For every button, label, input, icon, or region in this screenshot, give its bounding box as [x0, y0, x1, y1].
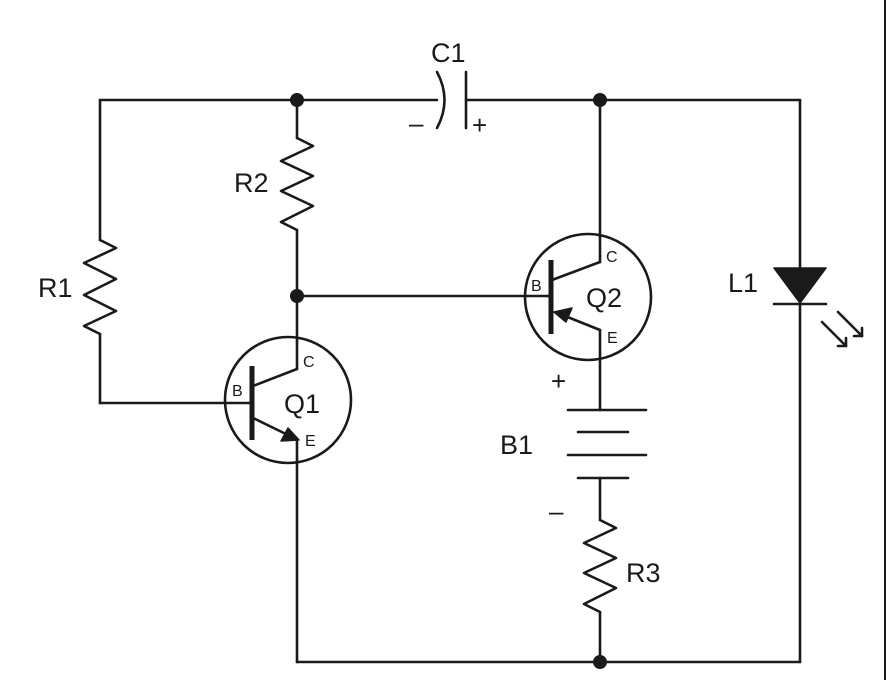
- b1-label: B1: [500, 430, 533, 460]
- junctions: [290, 93, 607, 669]
- q2-label: Q2: [586, 283, 622, 313]
- r2-label: R2: [234, 168, 269, 198]
- resistor-r2: R2: [234, 136, 315, 232]
- r1-label: R1: [38, 273, 73, 303]
- q1-pin-b-label: B: [232, 383, 243, 400]
- c1-plus-sign: +: [472, 110, 487, 140]
- q2-pin-e-label: E: [607, 330, 618, 347]
- b1-minus-sign: –: [549, 496, 564, 526]
- resistor-r1: R1: [38, 238, 118, 336]
- wires: [98, 98, 802, 664]
- q2-pin-c-label: C: [606, 249, 618, 266]
- q1-pin-e-label: E: [305, 433, 316, 450]
- resistor-r3: R3: [582, 518, 661, 614]
- q2-pin-b-label: B: [531, 278, 542, 295]
- c1-label: C1: [431, 38, 466, 68]
- capacitor-c1: C1 – +: [409, 38, 487, 140]
- b1-plus-sign: +: [551, 366, 566, 396]
- junction-dot: [290, 289, 304, 303]
- junction-dot: [290, 93, 304, 107]
- transistor-q1: B C E Q1: [223, 335, 353, 465]
- q1-label: Q1: [284, 389, 320, 419]
- r3-label: R3: [626, 558, 661, 588]
- junction-dot: [593, 655, 607, 669]
- l1-label: L1: [728, 268, 758, 298]
- q1-pin-c-label: C: [303, 354, 315, 371]
- light-emission-icon: [820, 310, 864, 348]
- c1-minus-sign: –: [409, 108, 424, 138]
- transistor-q2: B C E Q2: [523, 232, 653, 362]
- junction-dot: [593, 93, 607, 107]
- led-l1: L1: [728, 267, 864, 348]
- battery-b1: B1 + –: [500, 366, 648, 526]
